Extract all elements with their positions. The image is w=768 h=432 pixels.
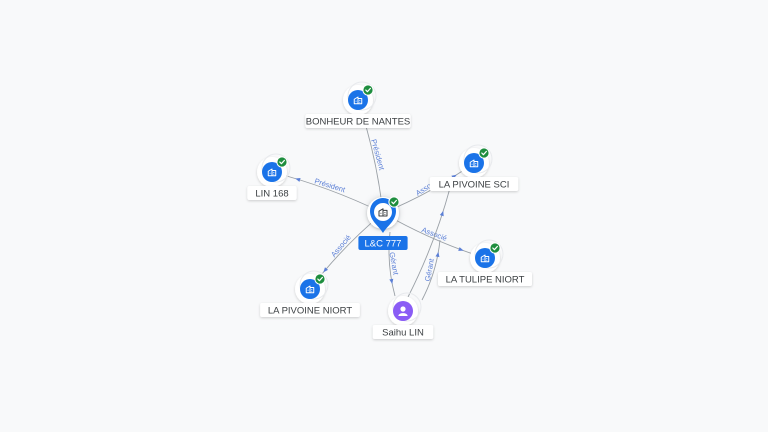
building-icon [267, 168, 277, 177]
node-label: LA PIVOINE NIORT [260, 303, 360, 317]
node-label-text: L&C 777 [365, 239, 402, 250]
node-label-text: LA PIVOINE SCI [439, 180, 510, 191]
edge-saihu-pivoine-sci[interactable] [407, 187, 451, 298]
edge-arrow [435, 251, 440, 258]
edge-label: Président [313, 176, 347, 194]
node-saihu[interactable]: Saihu LIN [372, 292, 434, 339]
edge-arrow [295, 178, 301, 182]
node-label: LA PIVOINE SCI [429, 177, 519, 191]
edge-arrow [451, 174, 457, 180]
edge-label: Gérant [387, 251, 400, 276]
edge-label: Président [369, 138, 387, 172]
verified-check-icon [276, 156, 288, 168]
edge-center-saihu[interactable]: Gérant [387, 231, 401, 297]
edge-label: Associé [420, 225, 448, 243]
node-pivoine-niort[interactable]: LA PIVOINE NIORT [260, 270, 360, 317]
verified-check-icon [314, 273, 326, 285]
node-label-text: LA TULIPE NIORT [446, 275, 525, 286]
verified-check-icon [478, 147, 490, 159]
edge-label: Associé [329, 233, 353, 259]
nodes-layer: L&C 777 BONHEUR DE NANTES LIN 168 LA PIVOIN… [247, 81, 532, 339]
building-icon [480, 254, 490, 263]
node-label-text: LA PIVOINE NIORT [268, 306, 352, 317]
node-label: BONHEUR DE NANTES [305, 114, 411, 128]
node-label-text: Saihu LIN [382, 328, 424, 339]
edge-saihu-tulipe[interactable]: Gérant [421, 239, 441, 301]
building-icon [353, 96, 363, 105]
edge-line[interactable] [421, 239, 441, 301]
node-center-lc777[interactable]: L&C 777 [358, 196, 408, 250]
edge-arrow [458, 247, 464, 251]
verified-check-icon [388, 196, 400, 208]
center-node-label: L&C 777 [358, 236, 408, 250]
node-label-text: BONHEUR DE NANTES [306, 117, 411, 128]
node-label: LA TULIPE NIORT [438, 272, 532, 286]
edge-label: Gérant [423, 257, 436, 282]
node-label: LIN 168 [247, 186, 297, 200]
edge-arrow [389, 278, 394, 285]
node-tulipe[interactable]: LA TULIPE NIORT [438, 239, 532, 286]
node-label: Saihu LIN [372, 325, 434, 339]
node-label-text: LIN 168 [255, 189, 288, 200]
node-lin168[interactable]: LIN 168 [247, 153, 297, 200]
node-pivoine-sci[interactable]: LA PIVOINE SCI [429, 144, 519, 191]
edge-line[interactable] [407, 187, 451, 298]
building-icon [305, 285, 315, 294]
verified-check-icon [362, 84, 374, 96]
edge-arrow [439, 210, 444, 217]
building-icon [469, 159, 479, 168]
edge-arrow [323, 267, 329, 273]
node-bonheur[interactable]: BONHEUR DE NANTES [305, 81, 411, 128]
building-icon [378, 208, 388, 217]
person-icon [398, 306, 408, 316]
verified-check-icon [489, 242, 501, 254]
